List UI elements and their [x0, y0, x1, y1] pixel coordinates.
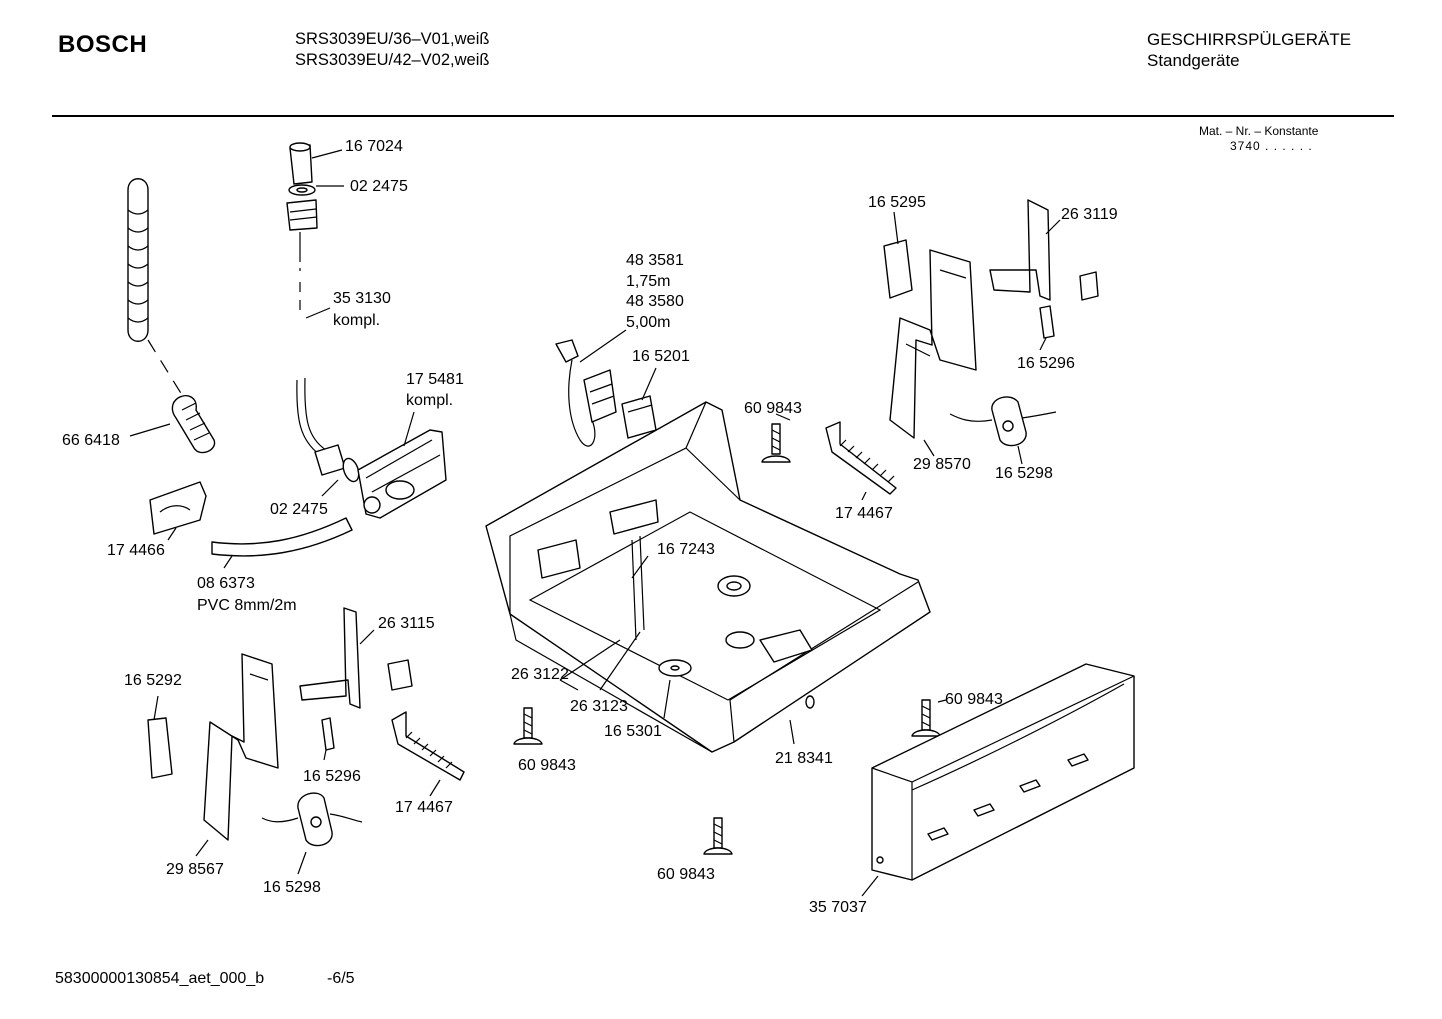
label-483581: 48 3581 [626, 252, 684, 269]
category-title: GESCHIRRSPÜLGERÄTE [1147, 30, 1352, 49]
label-483581-note: 1,75m [626, 273, 670, 290]
label-357037: 35 7037 [809, 899, 867, 916]
label-263119: 26 3119 [1061, 206, 1118, 223]
small-hose [211, 517, 353, 557]
power-cable [555, 339, 657, 447]
label-483580: 48 3580 [626, 293, 684, 310]
label-666418: 66 6418 [62, 432, 120, 449]
label-175481: 17 5481 [406, 371, 464, 388]
drain-hose [127, 178, 216, 454]
label-263123: 26 3123 [570, 698, 628, 715]
label-298570: 29 8570 [913, 456, 971, 473]
label-022475-top: 02 2475 [350, 178, 408, 195]
label-167243: 16 7243 [657, 541, 715, 558]
label-165298-bottom: 16 5298 [263, 879, 321, 896]
label-353130-note: kompl. [333, 312, 380, 329]
float-bracket-bottom [147, 607, 413, 841]
label-263115: 26 3115 [378, 615, 435, 632]
float-bracket-top [883, 199, 1099, 439]
spring-top [825, 421, 897, 495]
label-165296-top: 16 5296 [1017, 355, 1075, 372]
label-218341: 21 8341 [775, 750, 833, 767]
label-086373-note: PVC 8mm/2m [197, 597, 297, 614]
label-609843-c: 60 9843 [945, 691, 1003, 708]
aquastop-valve [357, 429, 447, 519]
label-165301: 16 5301 [604, 723, 662, 740]
label-174466: 17 4466 [107, 542, 165, 559]
microswitch-top [949, 396, 1057, 447]
label-167024: 16 7024 [345, 138, 403, 155]
label-609843-a: 60 9843 [744, 400, 802, 417]
kick-plate [871, 663, 1135, 881]
label-609843-d: 60 9843 [657, 866, 715, 883]
label-174467-top: 17 4467 [835, 505, 893, 522]
label-263122: 26 3122 [511, 666, 569, 683]
label-609843-b: 60 9843 [518, 757, 576, 774]
inlet-hose-assembly [286, 142, 360, 483]
brand-logo: BOSCH [58, 31, 148, 58]
label-298567: 29 8567 [166, 861, 224, 878]
label-165296-bottom: 16 5296 [303, 768, 361, 785]
mat-number-value: 3740 . . . . . . [1230, 139, 1313, 153]
label-165201: 16 5201 [632, 348, 690, 365]
header-divider [52, 115, 1394, 117]
footer-page-number: -6/5 [327, 970, 355, 987]
leader-lines [129, 149, 1061, 897]
subcategory-title: Standgeräte [1147, 51, 1240, 70]
footer-doc-id: 58300000130854_aet_000_b [55, 970, 265, 987]
base-frame [485, 401, 931, 753]
part-labels: 16 7024 02 2475 35 3130 kompl. 66 6418 1… [62, 138, 1118, 916]
label-483580-note: 5,00m [626, 314, 670, 331]
label-022475-bottom: 02 2475 [270, 501, 328, 518]
bracket-174466 [149, 481, 207, 535]
label-086373: 08 6373 [197, 575, 255, 592]
label-174467-bottom: 17 4467 [395, 799, 453, 816]
label-353130: 35 3130 [333, 290, 391, 307]
model-line-2: SRS3039EU/42–V02,weiß [295, 51, 490, 69]
label-175481-note: kompl. [406, 392, 453, 409]
label-165295: 16 5295 [868, 194, 926, 211]
mat-number-label: Mat. – Nr. – Konstante [1199, 124, 1319, 138]
label-165292: 16 5292 [124, 672, 182, 689]
screws [513, 423, 941, 855]
label-165298-top: 16 5298 [995, 465, 1053, 482]
spring-bottom [391, 711, 465, 781]
model-line-1: SRS3039EU/36–V01,weiß [295, 30, 490, 48]
microswitch-bottom [261, 792, 363, 847]
